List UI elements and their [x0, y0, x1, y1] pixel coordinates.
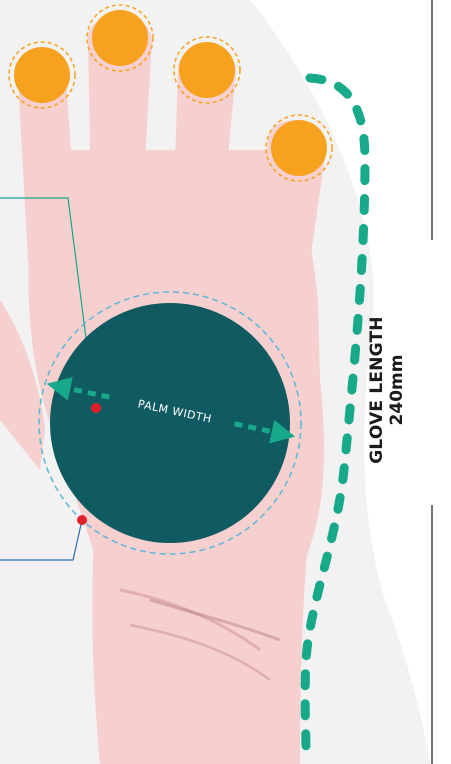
glove-length-value: 240mm: [388, 260, 408, 520]
palm-circle: [50, 303, 290, 543]
glove-length-label: GLOVE LENGTH 240mm: [368, 260, 428, 520]
glove-length-title: GLOVE LENGTH: [368, 260, 388, 520]
palm-point-dot: [91, 403, 101, 413]
palm-edge-dot: [77, 515, 87, 525]
